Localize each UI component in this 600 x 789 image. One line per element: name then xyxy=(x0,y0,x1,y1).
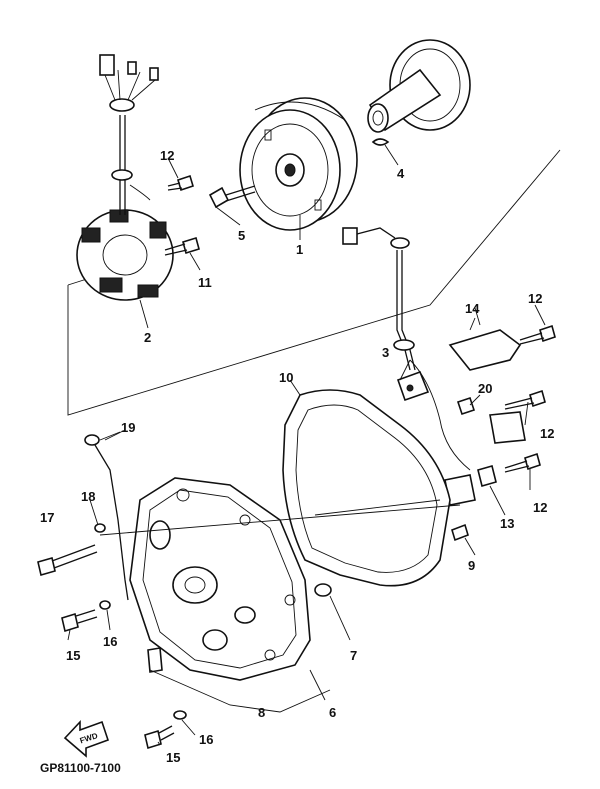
flywheel-rotor xyxy=(239,97,358,231)
callout-16a: 16 xyxy=(103,634,117,649)
callout-13: 13 xyxy=(500,516,514,531)
dowel-9 xyxy=(451,523,476,556)
rotor-bolt xyxy=(208,185,256,226)
bolt-12-top xyxy=(167,174,194,192)
bolt-12-right-low xyxy=(504,452,541,473)
sensor-connector xyxy=(444,411,526,506)
crankshaft-flange xyxy=(367,39,471,133)
callout-18: 18 xyxy=(81,489,95,504)
wire-clamp xyxy=(448,317,522,371)
callout-11: 11 xyxy=(198,275,212,290)
callout-15a: 15 xyxy=(66,648,80,663)
drawing-code: GP81100-7100 xyxy=(40,761,121,775)
callout-12b: 12 xyxy=(528,291,542,306)
callout-20: 20 xyxy=(478,381,492,396)
stator-harness xyxy=(99,54,159,215)
bracket-8 xyxy=(149,669,331,713)
stator-assembly xyxy=(76,209,174,329)
callout-8: 8 xyxy=(258,705,265,720)
callout-7: 7 xyxy=(350,648,357,663)
callout-6b: 6 xyxy=(329,705,336,720)
dowel-7 xyxy=(314,583,351,641)
bolt-12-right-mid xyxy=(504,389,546,410)
callout-19: 19 xyxy=(121,420,135,435)
callout-12c: 12 xyxy=(540,426,554,441)
bolt-12-right-top xyxy=(519,324,556,345)
callout-12a: 12 xyxy=(160,148,174,163)
callout-1: 1 xyxy=(296,242,303,257)
woodruff-key xyxy=(371,138,390,146)
bolt-15-mid xyxy=(61,609,98,633)
callout-5: 5 xyxy=(238,228,245,243)
washer-16-bottom xyxy=(173,710,187,720)
callout-17: 17 xyxy=(40,510,54,525)
washer-18 xyxy=(94,523,106,533)
switch-20 xyxy=(456,396,476,416)
leader-lines xyxy=(67,157,546,746)
collar-13 xyxy=(477,465,506,516)
cover-fitting xyxy=(147,647,163,673)
callout-14: 14 xyxy=(465,301,480,316)
callout-4: 4 xyxy=(397,166,405,181)
callout-16b: 16 xyxy=(199,732,213,747)
group-frame xyxy=(67,149,561,416)
callout-3: 3 xyxy=(382,345,389,360)
pickup-harness xyxy=(342,227,471,471)
breather-pipe xyxy=(84,431,129,601)
bolt-15-bottom xyxy=(144,725,175,750)
callout-12d: 12 xyxy=(533,500,547,515)
pickup-coil xyxy=(396,370,430,402)
callout-10: 10 xyxy=(279,370,293,385)
bolt-11 xyxy=(164,236,201,271)
callout-2: 2 xyxy=(144,330,151,345)
washer-16-mid xyxy=(99,600,111,610)
fwd-arrow-icon: FWD xyxy=(63,719,110,758)
cover-gasket xyxy=(282,389,451,587)
bolt-17 xyxy=(37,544,98,577)
callout-15b: 15 xyxy=(166,750,180,765)
callout-9: 9 xyxy=(468,558,475,573)
